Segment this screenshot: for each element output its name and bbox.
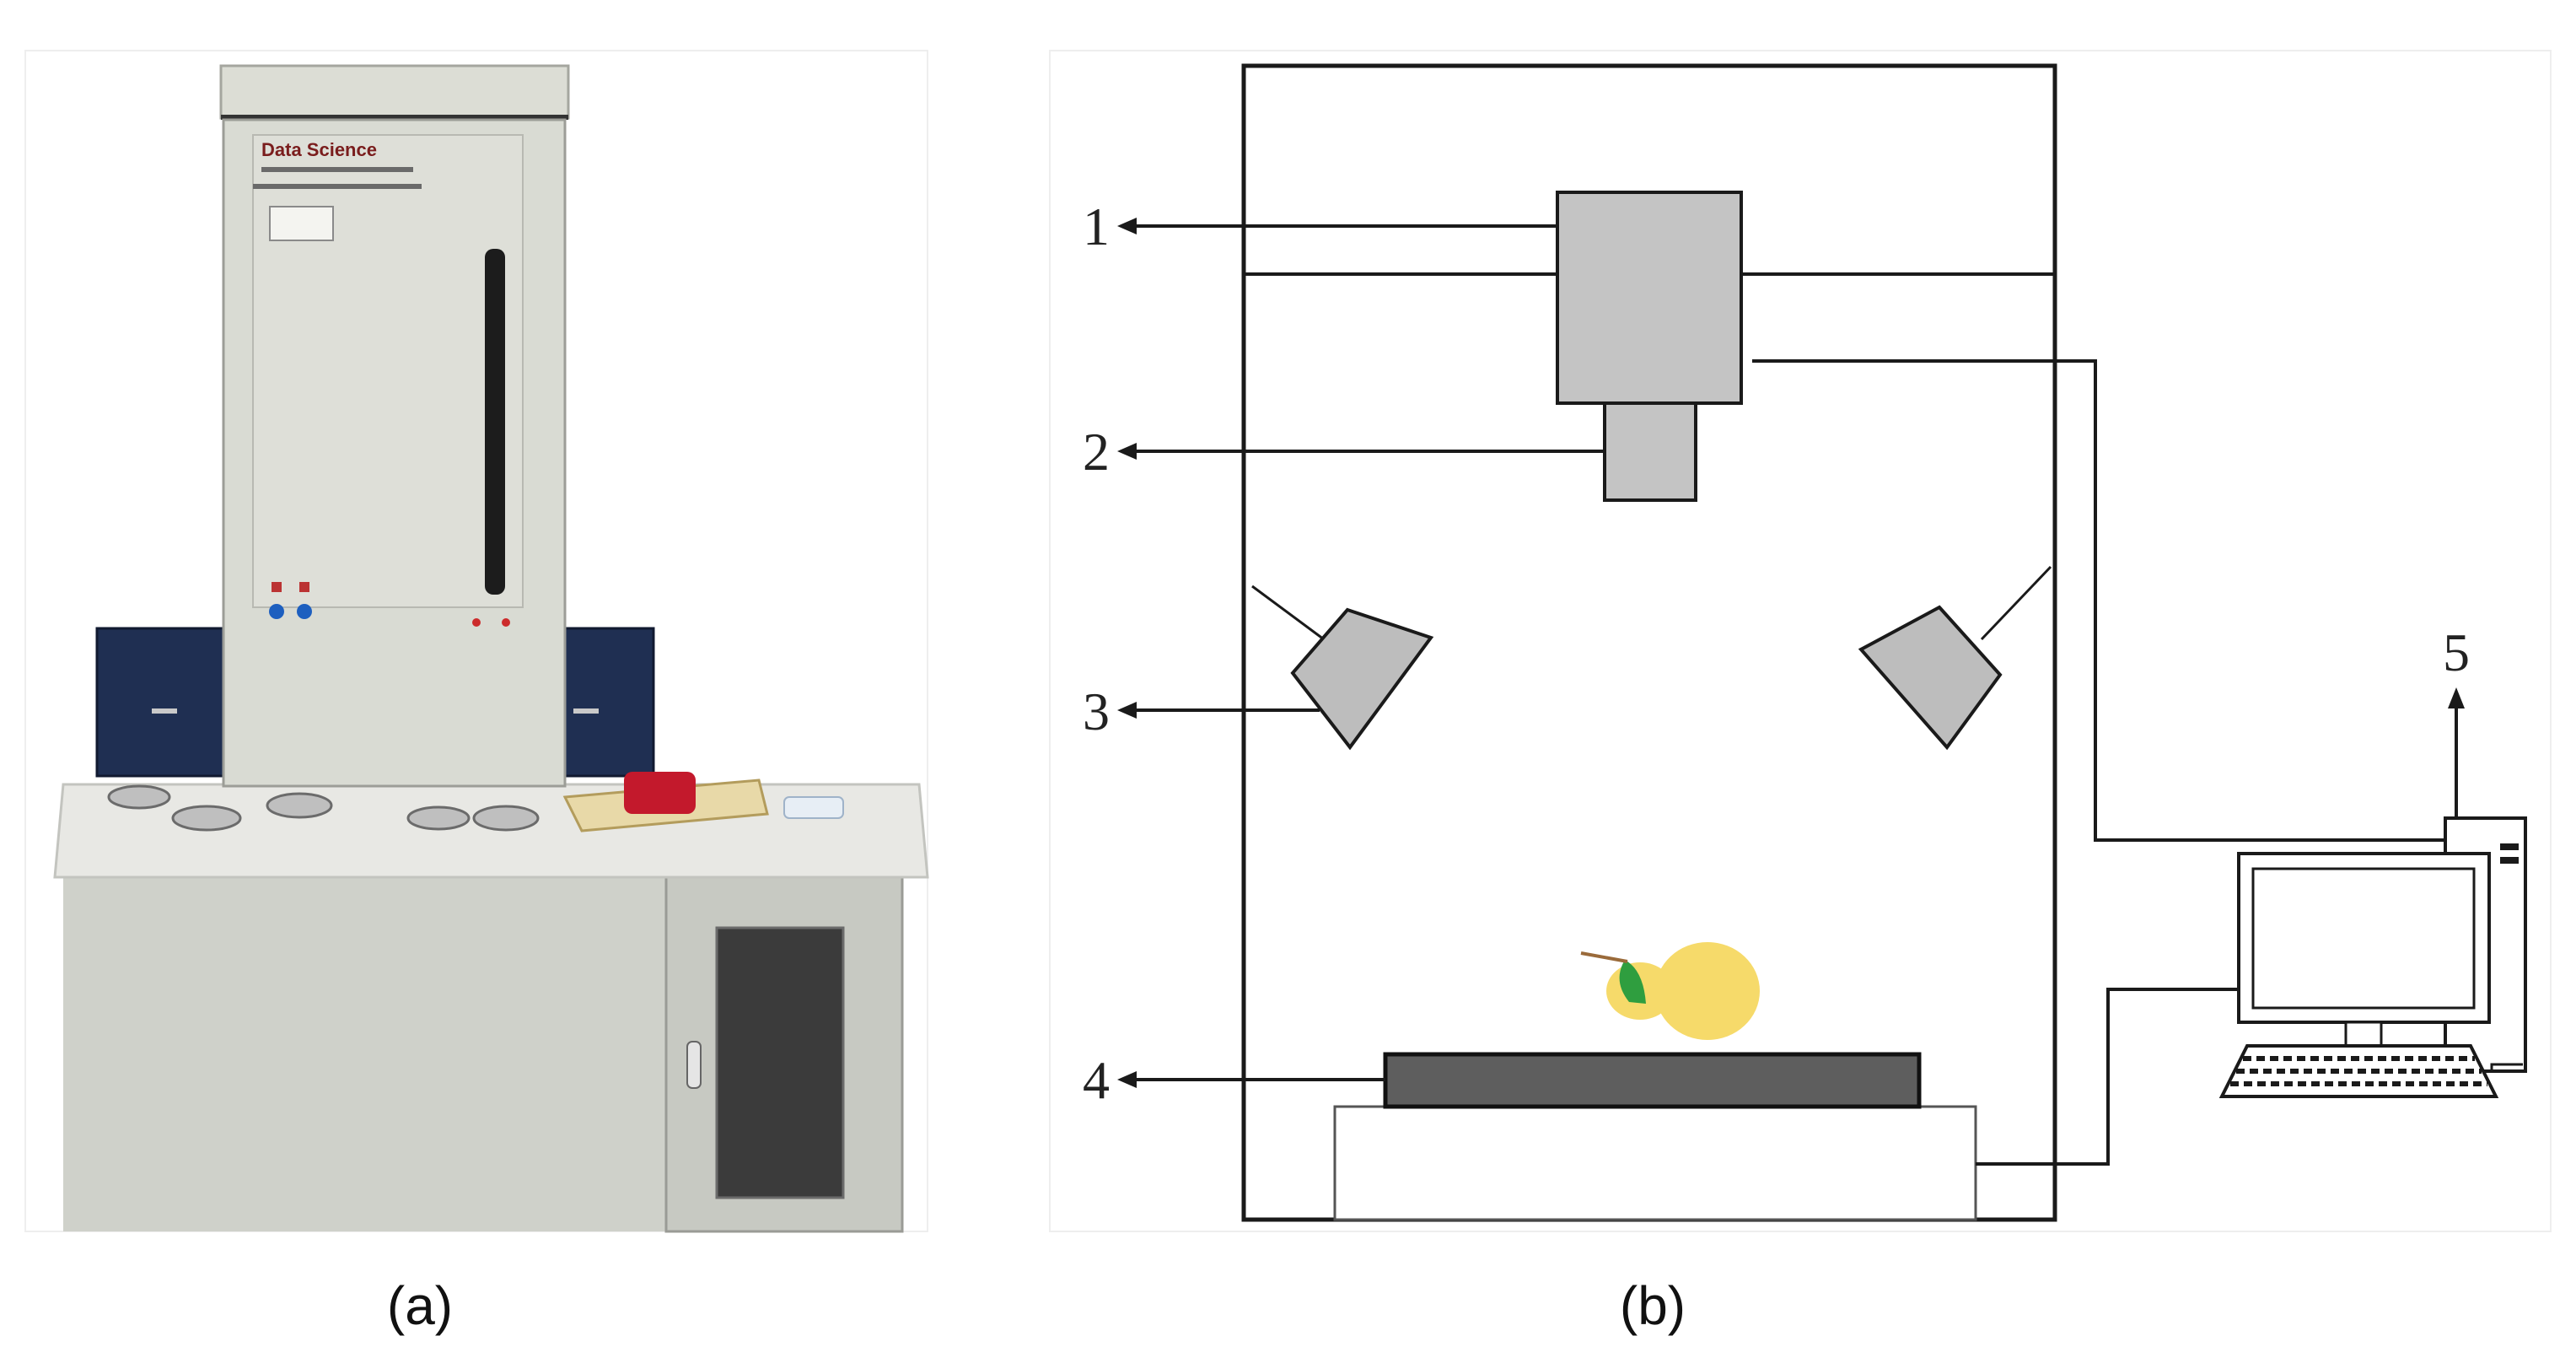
door-window — [715, 926, 845, 1199]
drawer-handle-right — [573, 708, 599, 714]
camera-lens — [1603, 401, 1697, 502]
tower-slot-2 — [2500, 857, 2519, 864]
red-device — [624, 772, 696, 814]
diagram-frame — [1049, 50, 2552, 1232]
pear-sample-icon — [1580, 942, 1760, 1040]
tray-5 — [472, 805, 540, 832]
arrow-5-head — [2448, 687, 2465, 708]
control-panel — [269, 582, 510, 627]
cabinet-label-plate — [269, 206, 334, 241]
arrow-2-head — [1117, 443, 1137, 460]
panel-b-label: (b) — [1620, 1275, 1686, 1336]
arrow-1-head — [1117, 218, 1137, 234]
sample-stage — [1383, 1052, 1922, 1109]
stage-base — [1333, 1105, 1977, 1221]
callout-arrows — [1117, 218, 2465, 1088]
cabinet-subtitle-2 — [253, 184, 422, 189]
panel-b-diagram: 1 2 3 4 5 — [1049, 50, 2552, 1232]
monitor-stand — [2344, 1021, 2383, 1048]
indicator-light-1 — [272, 582, 282, 592]
callout-1: 1 — [1083, 197, 1110, 256]
knob-1-icon — [269, 604, 284, 619]
light-left-mount — [1251, 585, 1325, 641]
indicator-light-2 — [299, 582, 309, 592]
callout-4: 4 — [1083, 1050, 1110, 1110]
cabinet-subtitle-1 — [261, 167, 413, 172]
cabinet-cap-edge — [221, 115, 568, 120]
stage-cable — [1976, 988, 2239, 1166]
tower-slot-1 — [2500, 843, 2519, 850]
callout-3: 3 — [1083, 682, 1110, 741]
pear-body — [1655, 942, 1760, 1040]
knob-2-icon — [297, 604, 312, 619]
pear-leaf — [1619, 960, 1646, 1004]
light-right — [1858, 605, 2003, 751]
cabinet-cap — [219, 64, 570, 120]
tray-4 — [406, 805, 471, 831]
monitor-screen — [2251, 867, 2476, 1010]
tray-3 — [266, 792, 333, 819]
drawer-handle-left — [152, 708, 177, 714]
light-right-mount — [1980, 565, 2052, 641]
tray-2 — [171, 805, 242, 832]
camera-body — [1556, 191, 1743, 405]
power-light-2 — [502, 618, 510, 627]
callout-5: 5 — [2443, 622, 2470, 682]
callout-2: 2 — [1083, 422, 1110, 482]
arrow-3-head — [1117, 702, 1137, 719]
camera-cable — [1752, 359, 2445, 842]
keyboard-cable — [2490, 1063, 2523, 1071]
panel-a-label: (a) — [387, 1275, 453, 1336]
tray-1 — [107, 784, 171, 810]
cabinet-brand-text: Data Science — [261, 139, 377, 160]
power-light — [472, 618, 481, 627]
desk-container — [783, 796, 844, 819]
panel-a-photo: Data Science — [24, 50, 929, 1233]
pear-stem — [1580, 951, 1628, 963]
arrow-4-head — [1117, 1071, 1137, 1088]
door-lock-icon — [686, 1041, 702, 1089]
computer-icon — [2218, 816, 2527, 1098]
cabinet-handle-bar — [485, 249, 505, 595]
sample-trays — [107, 784, 540, 832]
light-left — [1290, 607, 1434, 751]
